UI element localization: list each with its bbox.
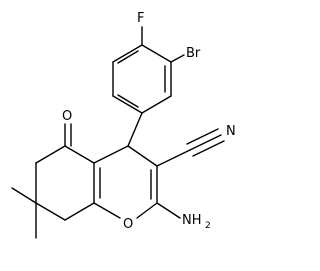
double-bond [117,94,139,108]
double-bond [117,50,139,64]
molecule-drawing: F Br O N NH 2 O [11,11,236,239]
amine-label: NH [182,213,202,228]
bond [93,145,129,164]
ketone-oxygen-label: O [62,109,72,124]
ring-oxygen-label: O [123,217,133,232]
bond [93,202,121,219]
bond [141,44,172,63]
bond [64,202,95,221]
amine-subscript: 2 [205,221,211,231]
bond-aryl-to-c4 [127,112,143,147]
bond [35,145,66,164]
aryl-ring [112,44,172,114]
pyran-ring [93,145,158,219]
bond [127,145,158,167]
nitrile-triple-1 [186,128,219,145]
bond [141,95,172,114]
bond-to-bromine [170,54,185,63]
nitrile-bond [156,149,191,167]
nitrile-nitrogen-label: N [226,124,236,139]
structure-diagram: F Br O N NH 2 O [11,11,236,239]
bond [112,95,143,114]
nitrile-triple-3 [192,140,225,157]
bond [136,202,158,219]
amine-bond [156,202,181,219]
bromine-label: Br [186,46,201,61]
cyclohexanone-ring [35,145,95,221]
nitrile-triple-2 [189,134,222,151]
bond [35,202,66,221]
bond [112,44,143,63]
methyl-bond-1 [11,187,37,204]
fluorine-label: F [137,11,144,26]
bond [64,145,95,164]
